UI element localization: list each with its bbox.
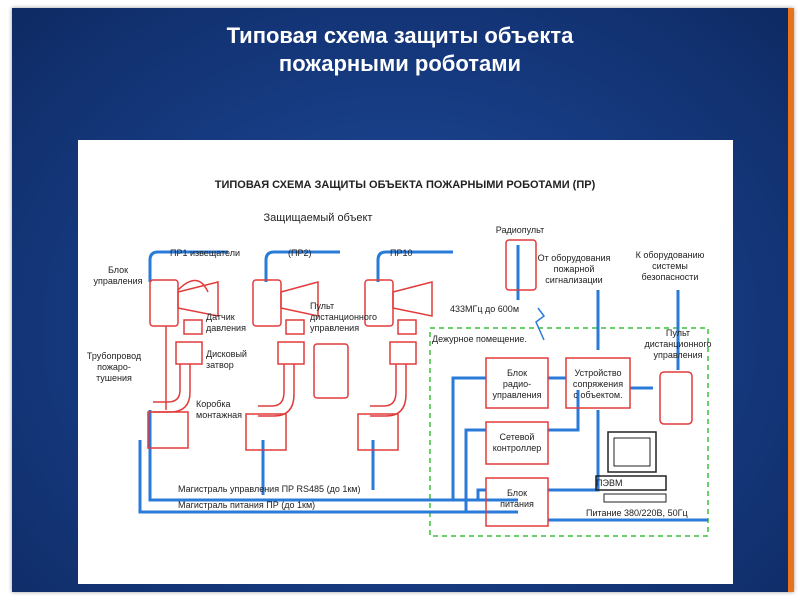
pr2-nozzle [280, 281, 319, 317]
radio-unit-label-2: радио- [503, 379, 531, 389]
to-security-label-3: безопасности [642, 272, 699, 282]
junction-box-label-1: Коробка [196, 399, 231, 409]
control-unit-label-1: Блок [108, 265, 128, 275]
interface-unit-label-1: Устройство [574, 368, 621, 378]
interface-unit-label-2: сопряжения [573, 379, 623, 389]
remote-panel-1-label-2: дистанционного [310, 312, 377, 322]
to-security-label-2: системы [652, 261, 688, 271]
pr10-nozzle [392, 281, 433, 317]
to-security-label-1: К оборудованию [636, 250, 705, 260]
network-controller-label-1: Сетевой [500, 432, 535, 442]
pr1-junction-box [147, 411, 189, 449]
junction-box-label-2: монтажная [196, 410, 242, 420]
radio-panel-device [505, 239, 537, 291]
from-fire-alarm-label-2: пожарной [554, 264, 595, 274]
red-piping [147, 239, 693, 527]
remote-panel-2-label-3: управления [653, 350, 702, 360]
diagram-title: ТИПОВАЯ СХЕМА ЗАЩИТЫ ОБЪЕКТА ПОЖАРНЫМИ Р… [215, 179, 596, 191]
disc-valve-label-2: затвор [206, 360, 234, 370]
pc-device [595, 431, 667, 503]
power-supply-label: Питание 380/220В, 50Гц [586, 508, 688, 518]
remote-panel-1-label-3: управления [310, 323, 359, 333]
power-unit-label-1: Блок [507, 488, 527, 498]
pressure-sensor-label-1: Датчик [206, 312, 235, 322]
robot-label-pr2: (ПР2) [288, 248, 311, 258]
disc-valve-label-1: Дисковый [206, 349, 247, 359]
radio-panel-label: Радиопульт [496, 225, 545, 235]
power-unit-label-2: питания [500, 499, 534, 509]
remote-panel-2-label-1: Пульт [666, 328, 690, 338]
slide-title-line-2: пожарными роботами [278, 51, 522, 76]
control-unit-label-2: управления [93, 276, 142, 286]
network-controller-label-2: контроллер [493, 443, 541, 453]
radio-unit-label-1: Блок [507, 368, 527, 378]
pr1-nozzle [177, 281, 219, 317]
robot-label-pr1: ПР1 извещатели [170, 248, 240, 258]
from-fire-alarm-label-3: сигнализации [545, 275, 602, 285]
slide-title: Типовая схема защиты объекта пожарными р… [100, 22, 700, 78]
fire-robot-diagram: ТИПОВАЯ СХЕМА ЗАЩИТЫ ОБЪЕКТА ПОЖАРНЫМИ Р… [87, 179, 712, 537]
protected-object-label: Защищаемый объект [264, 212, 373, 224]
blue-cables [138, 245, 708, 522]
robot-label-pr10: ПР10 [390, 248, 412, 258]
pr2-junction-box [245, 413, 287, 451]
power-bus-label: Магистраль питания ПР (до 1км) [178, 500, 315, 510]
network-controller-box [485, 421, 549, 465]
diagram-panel: ТИПОВАЯ СХЕМА ЗАЩИТЫ ОБЪЕКТА ПОЖАРНЫМИ Р… [78, 140, 733, 584]
slide-title-line-1: Типовая схема защиты объекта [226, 23, 574, 48]
radio-frequency-label: 433МГц до 600м [450, 304, 519, 314]
remote-panel-1-device [313, 343, 349, 399]
duty-room-label: Дежурное помещение. [432, 334, 527, 344]
pressure-sensor-label-2: давления [206, 323, 246, 333]
pc-label: ПЭВМ [596, 478, 622, 488]
remote-panel-2-device [659, 371, 693, 425]
pipeline-label-3: тушения [96, 373, 132, 383]
pipeline-label-1: Трубопровод [87, 351, 142, 361]
power-unit-box [485, 477, 549, 527]
interface-unit-label-3: с объектом. [573, 390, 622, 400]
pipeline-label-2: пожаро- [97, 362, 131, 372]
remote-panel-2-label-2: дистанционного [645, 339, 712, 349]
control-bus-label: Магистраль управления ПР RS485 (до 1км) [178, 484, 360, 494]
radio-unit-label-3: управления [492, 390, 541, 400]
pr10-junction-box [357, 413, 399, 451]
pr1-body [149, 279, 179, 327]
from-fire-alarm-label-1: От оборудования [538, 253, 611, 263]
remote-panel-1-label-1: Пульт [310, 301, 334, 311]
interface-unit-box [565, 357, 631, 409]
radio-unit-box [485, 357, 549, 409]
duty-room-border [429, 327, 709, 537]
pr2-body [252, 279, 282, 327]
